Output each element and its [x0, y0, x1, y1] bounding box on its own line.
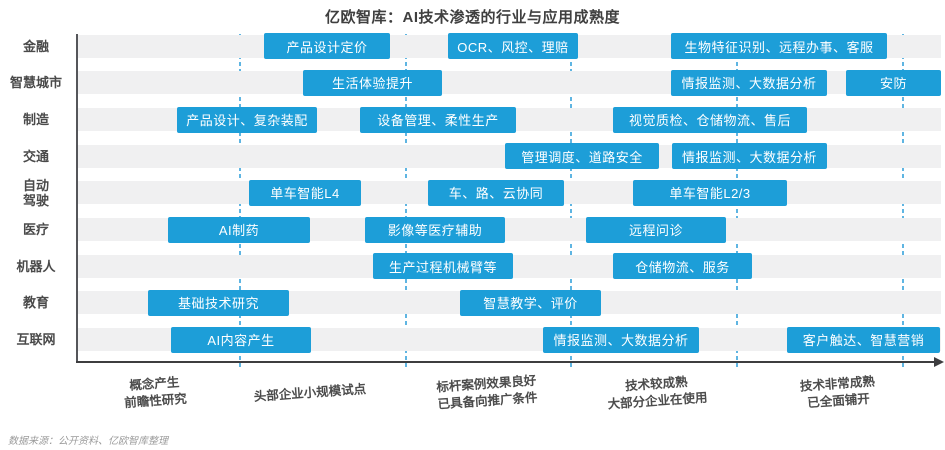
application-bar: AI内容产生	[171, 326, 311, 353]
row-label-7: 机器人	[16, 258, 56, 274]
maturity-stage-label-4: 技术较成熟大部分企业在使用	[607, 374, 708, 412]
application-bar: OCR、风控、理赔	[448, 33, 578, 60]
maturity-stage-label-5: 技术非常成熟已全面铺开	[799, 374, 876, 411]
maturity-stage-label-3: 标杆案例效果良好已具备向推广条件	[435, 373, 538, 412]
application-bar: 车、路、云协同	[428, 179, 564, 206]
x-axis-line	[76, 361, 936, 363]
application-bar: 基础技术研究	[148, 289, 289, 316]
application-bar: 产品设计定价	[264, 33, 390, 60]
application-bar: 生物特征识别、远程办事、客服	[671, 33, 887, 60]
chart-title: 亿欧智库：AI技术渗透的行业与应用成熟度	[324, 9, 620, 26]
row-label-9: 互联网	[16, 332, 56, 347]
row-label-8: 教育	[22, 295, 49, 311]
application-bar: 客户触达、智慧营销	[787, 326, 940, 353]
application-bar: 影像等医疗辅助	[365, 216, 505, 243]
application-bar: 单车智能L2/3	[633, 179, 787, 206]
application-bar: 设备管理、柔性生产	[360, 106, 516, 133]
row-label-6: 医疗	[22, 222, 49, 238]
application-bar: 情报监测、大数据分析	[671, 69, 827, 96]
row-label-5: 自动驾驶	[22, 177, 49, 208]
application-bar: 单车智能L4	[249, 179, 361, 206]
axis-arrow-icon	[934, 357, 944, 367]
application-bar: 安防	[846, 69, 941, 96]
application-bar: 仓储物流、服务	[613, 253, 752, 280]
application-bar: 产品设计、复杂装配	[177, 106, 317, 133]
row-label-4: 交通	[22, 148, 49, 164]
row-label-1: 金融	[22, 38, 49, 54]
application-bar: 生产过程机械臂等	[373, 253, 513, 280]
application-bar: 情报监测、大数据分析	[543, 326, 699, 353]
y-axis-line	[76, 34, 78, 363]
application-bar: 情报监测、大数据分析	[672, 143, 827, 170]
application-bar: AI制药	[168, 216, 310, 243]
application-bar: 生活体验提升	[303, 69, 442, 96]
application-bar: 远程问诊	[586, 216, 726, 243]
application-bar: 管理调度、道路安全	[505, 143, 659, 170]
data-source-note: 数据来源：公开资料、亿欧智库整理	[8, 436, 168, 447]
application-bar: 视觉质检、仓储物流、售后	[613, 106, 807, 133]
row-label-2: 智慧城市	[9, 75, 62, 91]
row-label-3: 制造	[22, 112, 49, 128]
application-bar: 智慧教学、评价	[460, 289, 601, 316]
